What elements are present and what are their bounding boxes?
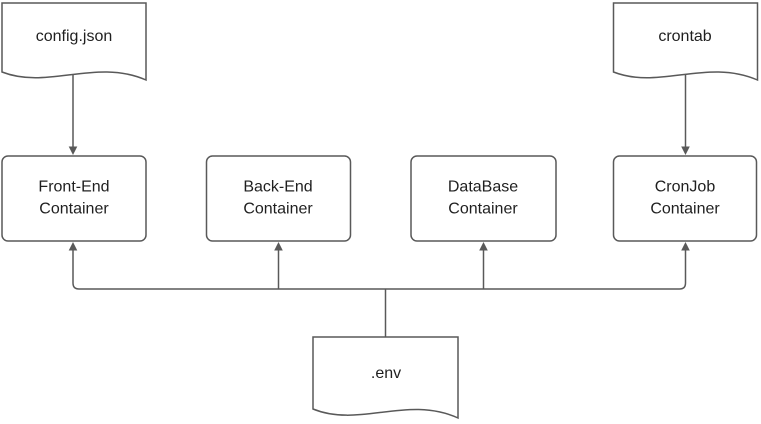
arrowhead-env-to-frontend — [68, 242, 78, 251]
arrowhead-config-to-frontend — [68, 146, 78, 155]
node-label-frontend: Front-End Container — [38, 178, 110, 217]
container-node-database — [410, 155, 557, 242]
node-label-database: DataBase Container — [447, 178, 519, 217]
node-label-backend: Back-End Container — [243, 178, 313, 217]
arrowhead-env-to-backend — [274, 242, 283, 251]
document-shape-env — [312, 336, 459, 420]
arrowhead-env-to-database — [479, 242, 488, 251]
container-node-backend — [205, 155, 352, 242]
connector-layer — [68, 66, 690, 338]
node-label-config-json: config.json — [35, 28, 113, 46]
arrowhead-crontab-to-cronjob — [681, 146, 690, 155]
container-node-cronjob — [612, 155, 758, 242]
edge-env-bus — [72, 250, 687, 290]
document-shape-config-json — [1, 2, 147, 82]
document-shape-crontab — [612, 2, 759, 82]
container-node-frontend — [1, 155, 147, 242]
arrowhead-env-to-cronjob — [681, 242, 690, 251]
node-label-crontab: crontab — [658, 28, 712, 46]
node-label-cronjob: CronJob Container — [650, 178, 720, 217]
node-label-env: .env — [370, 365, 402, 383]
